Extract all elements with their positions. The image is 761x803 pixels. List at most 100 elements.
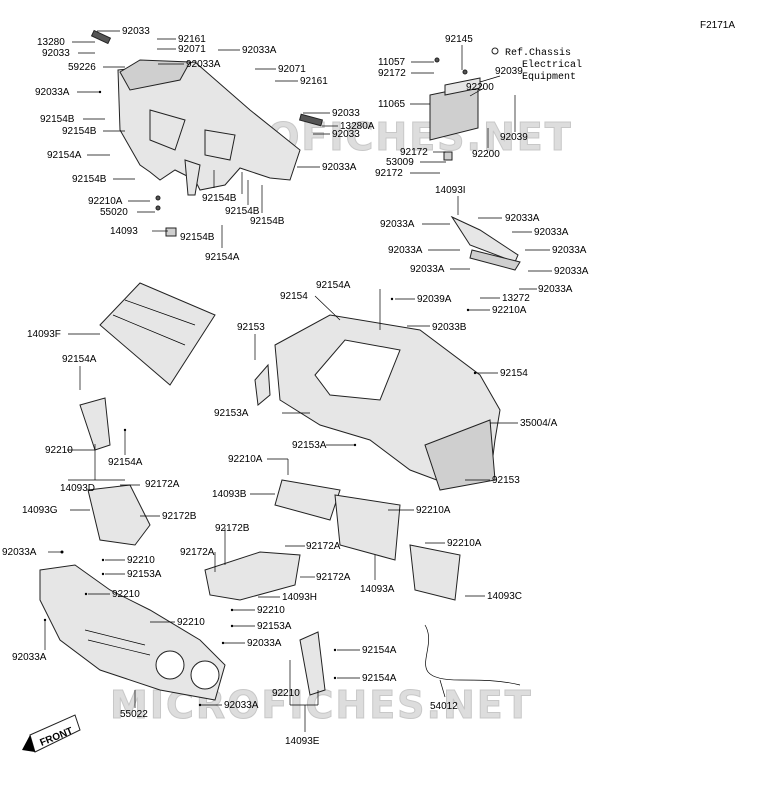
label-l50: 92039A bbox=[417, 294, 452, 305]
label-l14: 92033 bbox=[332, 108, 360, 119]
headlight-housing-part bbox=[204, 551, 301, 601]
label-l92: 55022 bbox=[120, 709, 148, 720]
label-l88: 92154A bbox=[362, 645, 397, 656]
label-l29: 11057 bbox=[378, 57, 406, 68]
label-l73: 92153A bbox=[127, 569, 162, 580]
label-l72: 92210 bbox=[127, 555, 155, 566]
label-l75: 92172A bbox=[306, 541, 341, 552]
front-grille-part bbox=[39, 564, 226, 701]
label-l51: 13272 bbox=[502, 293, 530, 304]
label-l2: 13280 bbox=[37, 37, 65, 48]
label-l47: 92033A bbox=[538, 284, 573, 295]
label-l1: 92033 bbox=[122, 26, 150, 37]
label-l21: 92154B bbox=[202, 193, 237, 204]
ref-note-line3: Equipment bbox=[522, 71, 576, 83]
label-l80: 14093A bbox=[360, 584, 395, 595]
label-l89: 92154A bbox=[362, 673, 397, 684]
label-l93: 92033A bbox=[224, 700, 259, 711]
label-l43: 92033A bbox=[388, 245, 423, 256]
label-l37: 53009 bbox=[386, 157, 414, 168]
label-l64: 14093D bbox=[60, 483, 95, 494]
label-l3: 92161 bbox=[178, 34, 206, 45]
front-arrow-icon: FRONT bbox=[22, 714, 81, 753]
label-l26: 92154B bbox=[180, 232, 215, 243]
ref-note-line1: Ref.Chassis bbox=[505, 47, 571, 59]
label-l74: 92172B bbox=[215, 523, 250, 534]
label-l5: 92071 bbox=[178, 44, 206, 55]
label-l83: 92210 bbox=[177, 617, 205, 628]
label-l42: 92033A bbox=[534, 227, 569, 238]
label-l55: 92033B bbox=[432, 322, 467, 333]
bracket-part bbox=[299, 631, 326, 696]
label-l22: 55020 bbox=[100, 207, 128, 218]
label-l60: 92210 bbox=[45, 445, 73, 456]
label-l34: 92039 bbox=[500, 132, 528, 143]
label-l66: 92210A bbox=[228, 454, 263, 465]
label-l82: 14093C bbox=[487, 591, 522, 602]
label-l57: 92154 bbox=[500, 368, 528, 379]
ref-chassis-note: Ref.Chassis Electrical Equipment bbox=[491, 47, 582, 83]
hood-panel-part bbox=[99, 282, 216, 386]
label-l53: 14093F bbox=[27, 329, 61, 340]
label-l79: 92172A bbox=[316, 572, 351, 583]
label-l32: 92200 bbox=[466, 82, 494, 93]
leader-dots bbox=[43, 90, 477, 707]
label-l85: 92153A bbox=[257, 621, 292, 632]
insulation-pads-part bbox=[274, 479, 461, 601]
label-l91: 54012 bbox=[430, 701, 458, 712]
glovebox-lid-part bbox=[450, 215, 521, 271]
label-l65: 92172A bbox=[145, 479, 180, 490]
label-l81: 14093H bbox=[282, 592, 317, 603]
label-l35: 92172 bbox=[400, 147, 428, 158]
label-l49: 92154 bbox=[280, 291, 308, 302]
label-l15: 13280A bbox=[340, 121, 375, 132]
label-l84: 92210 bbox=[257, 605, 285, 616]
label-l19: 92154B bbox=[72, 174, 107, 185]
label-l16: 92033 bbox=[332, 129, 360, 140]
label-l76: 92172A bbox=[180, 547, 215, 558]
label-l12: 92154B bbox=[40, 114, 75, 125]
leader-lines bbox=[44, 30, 552, 732]
label-l78: 92210 bbox=[112, 589, 140, 600]
label-l52: 92210A bbox=[492, 305, 527, 316]
label-l18: 92033A bbox=[322, 162, 357, 173]
label-l27: 92154A bbox=[205, 252, 240, 263]
label-l6: 92033A bbox=[242, 45, 277, 56]
label-l33: 11065 bbox=[378, 99, 406, 110]
label-l36: 92200 bbox=[472, 149, 500, 160]
label-l62: 92153A bbox=[292, 440, 327, 451]
label-l46: 92033A bbox=[554, 266, 589, 277]
label-l68: 92172B bbox=[162, 511, 197, 522]
label-l67: 14093G bbox=[22, 505, 58, 516]
label-l10: 92161 bbox=[300, 76, 328, 87]
label-l25: 14093 bbox=[110, 226, 138, 237]
label-l41: 92033A bbox=[505, 213, 540, 224]
ref-note-line2: Electrical bbox=[522, 59, 582, 71]
dash-panel-part bbox=[90, 29, 324, 237]
label-l63: 92153 bbox=[492, 475, 520, 486]
part-labels: 92033 13280 92161 92033 92071 92033A 592… bbox=[2, 26, 589, 747]
label-l4: 92033 bbox=[42, 48, 70, 59]
label-l44: 92033A bbox=[552, 245, 587, 256]
label-l90: 92210 bbox=[272, 688, 300, 699]
label-l13: 92154B bbox=[62, 126, 97, 137]
label-l24: 92154B bbox=[250, 216, 285, 227]
cable-part bbox=[424, 624, 521, 686]
label-l7: 59226 bbox=[68, 62, 96, 73]
label-l48: 92154A bbox=[316, 280, 351, 291]
label-l58: 92153A bbox=[214, 408, 249, 419]
label-l30: 92172 bbox=[378, 68, 406, 79]
label-l31: 92039 bbox=[495, 66, 523, 77]
label-l8: 92033A bbox=[186, 59, 221, 70]
meter-part bbox=[429, 57, 481, 161]
label-l86: 92033A bbox=[247, 638, 282, 649]
diagram-code: F2171A bbox=[700, 20, 735, 31]
label-l45: 92033A bbox=[410, 264, 445, 275]
label-l9: 92071 bbox=[278, 64, 306, 75]
label-l54: 92153 bbox=[237, 322, 265, 333]
label-l71: 92033A bbox=[2, 547, 37, 558]
label-l56: 92154A bbox=[62, 354, 97, 365]
label-l23: 92154B bbox=[225, 206, 260, 217]
label-l20: 92210A bbox=[88, 196, 123, 207]
